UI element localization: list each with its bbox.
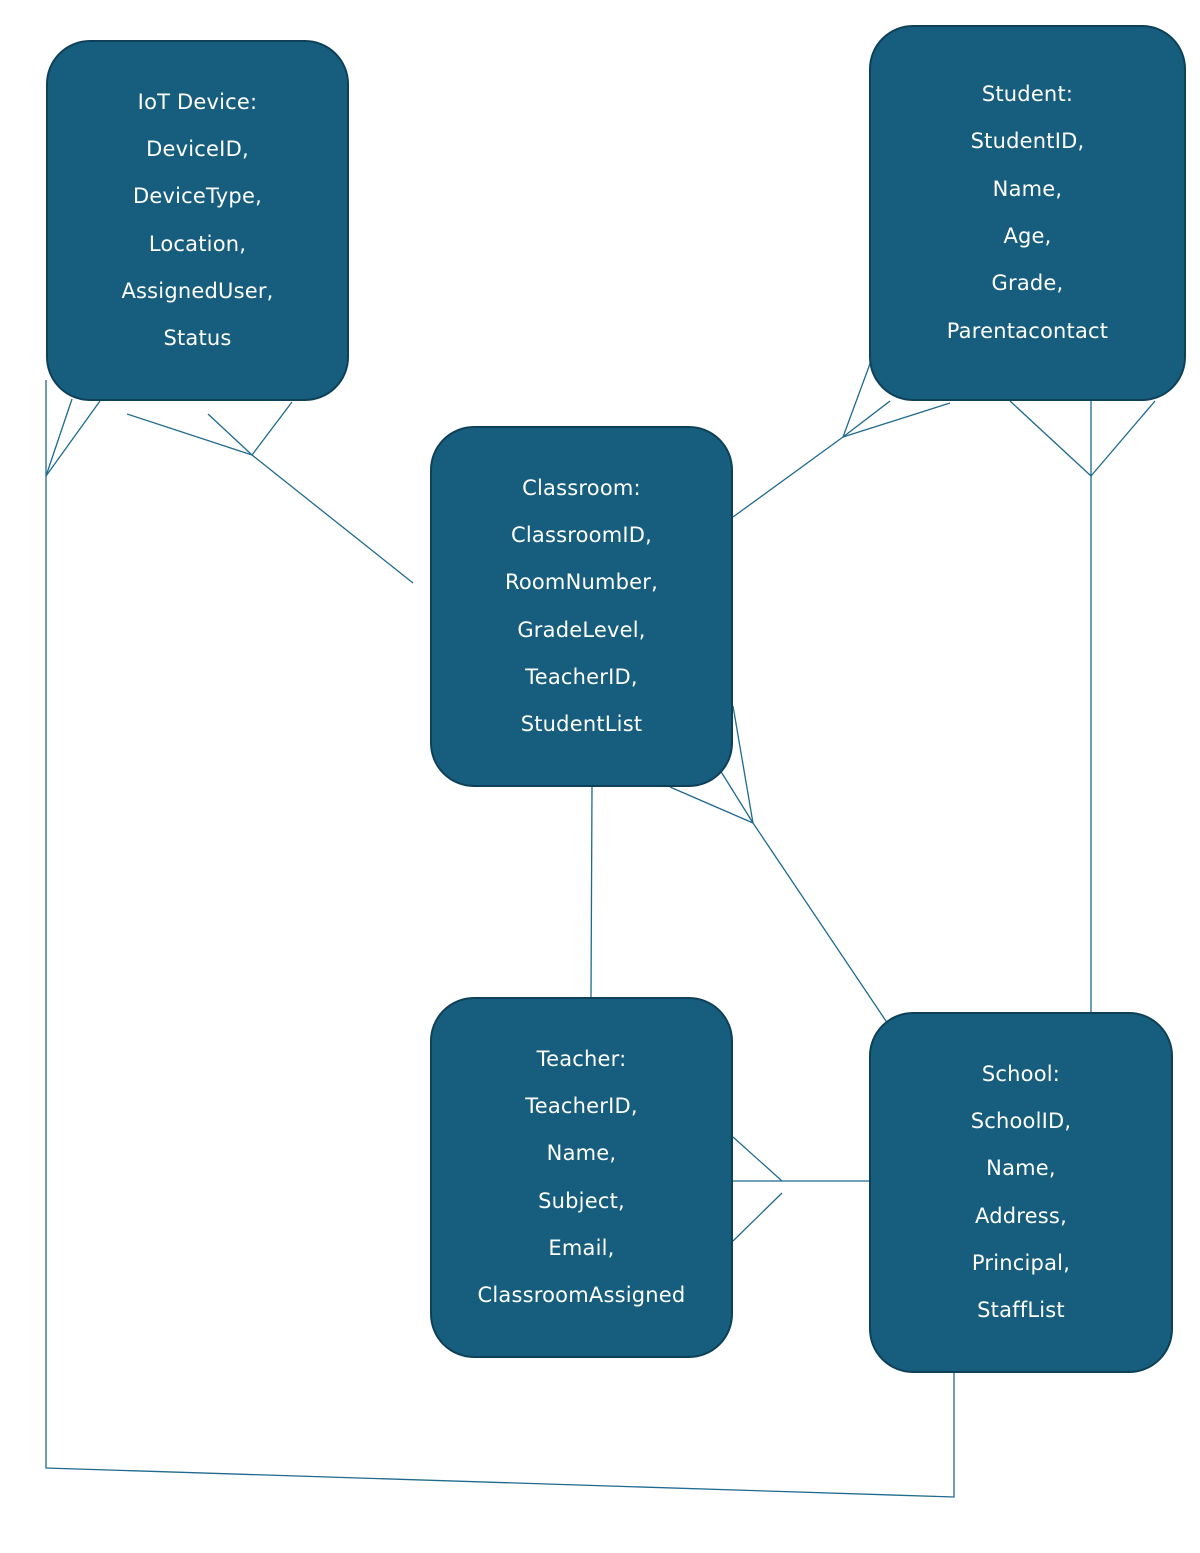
entity-title: Teacher: (536, 1046, 627, 1071)
entity-field: GradeLevel, (517, 617, 646, 642)
entity-field: Grade, (991, 271, 1064, 296)
entity-field: Name, (546, 1141, 617, 1166)
entity-field: TeacherID, (525, 1093, 638, 1118)
connector-classroom-teacher[interactable] (590, 786, 593, 998)
entity-teacher[interactable]: Teacher: TeacherID, Name, Subject, Email… (430, 997, 733, 1358)
entity-field: SchoolID, (970, 1108, 1072, 1133)
entity-classroom[interactable]: Classroom: ClassroomID, RoomNumber, Grad… (430, 426, 733, 787)
entity-field: DeviceID, (146, 136, 249, 161)
entity-field: Location, (148, 231, 247, 256)
entity-field: Age, (1003, 224, 1052, 248)
connector-school-student[interactable] (1009, 400, 1156, 1012)
entity-title: School: (981, 1061, 1061, 1086)
entity-title: Classroom: (522, 475, 641, 500)
entity-school[interactable]: School: SchoolID, Name, Address, Princip… (869, 1012, 1173, 1373)
connector-school-teacher[interactable] (732, 1136, 870, 1242)
entity-field: RoomNumber, (504, 570, 659, 595)
entity-field: AssignedUser, (121, 278, 274, 303)
entity-title: IoT Device: (137, 89, 258, 114)
entity-iot-device[interactable]: IoT Device: DeviceID, DeviceType, Locati… (46, 40, 349, 401)
entity-field: Subject, (538, 1188, 625, 1213)
connector-classroom-student[interactable] (732, 360, 951, 518)
entity-field: StaffList (977, 1298, 1065, 1323)
entity-field: ClassroomID, (510, 522, 652, 547)
connector-classroom-iot-device[interactable] (126, 401, 414, 584)
entity-student[interactable]: Student: StudentID, Name, Age, Grade, Pa… (869, 25, 1186, 401)
connector-school-classroom[interactable] (669, 705, 889, 1025)
connector-school-iot-device[interactable] (45, 380, 955, 1498)
entity-title: Student: (981, 82, 1074, 107)
entity-field: Status (163, 326, 232, 351)
entity-field: Address, (975, 1203, 1067, 1228)
entity-field: DeviceType, (133, 184, 262, 209)
entity-field: Name, (986, 1156, 1056, 1181)
entity-field: Parentacontact (946, 318, 1109, 343)
entity-field: TeacherID, (525, 664, 638, 689)
entity-field: StudentID, (970, 129, 1085, 154)
entity-field: StudentList (520, 712, 643, 737)
entity-field: ClassroomAssigned (477, 1283, 686, 1308)
entity-field: Email, (548, 1235, 615, 1260)
entity-field: Principal, (971, 1250, 1071, 1275)
entity-field: Name, (992, 176, 1063, 201)
